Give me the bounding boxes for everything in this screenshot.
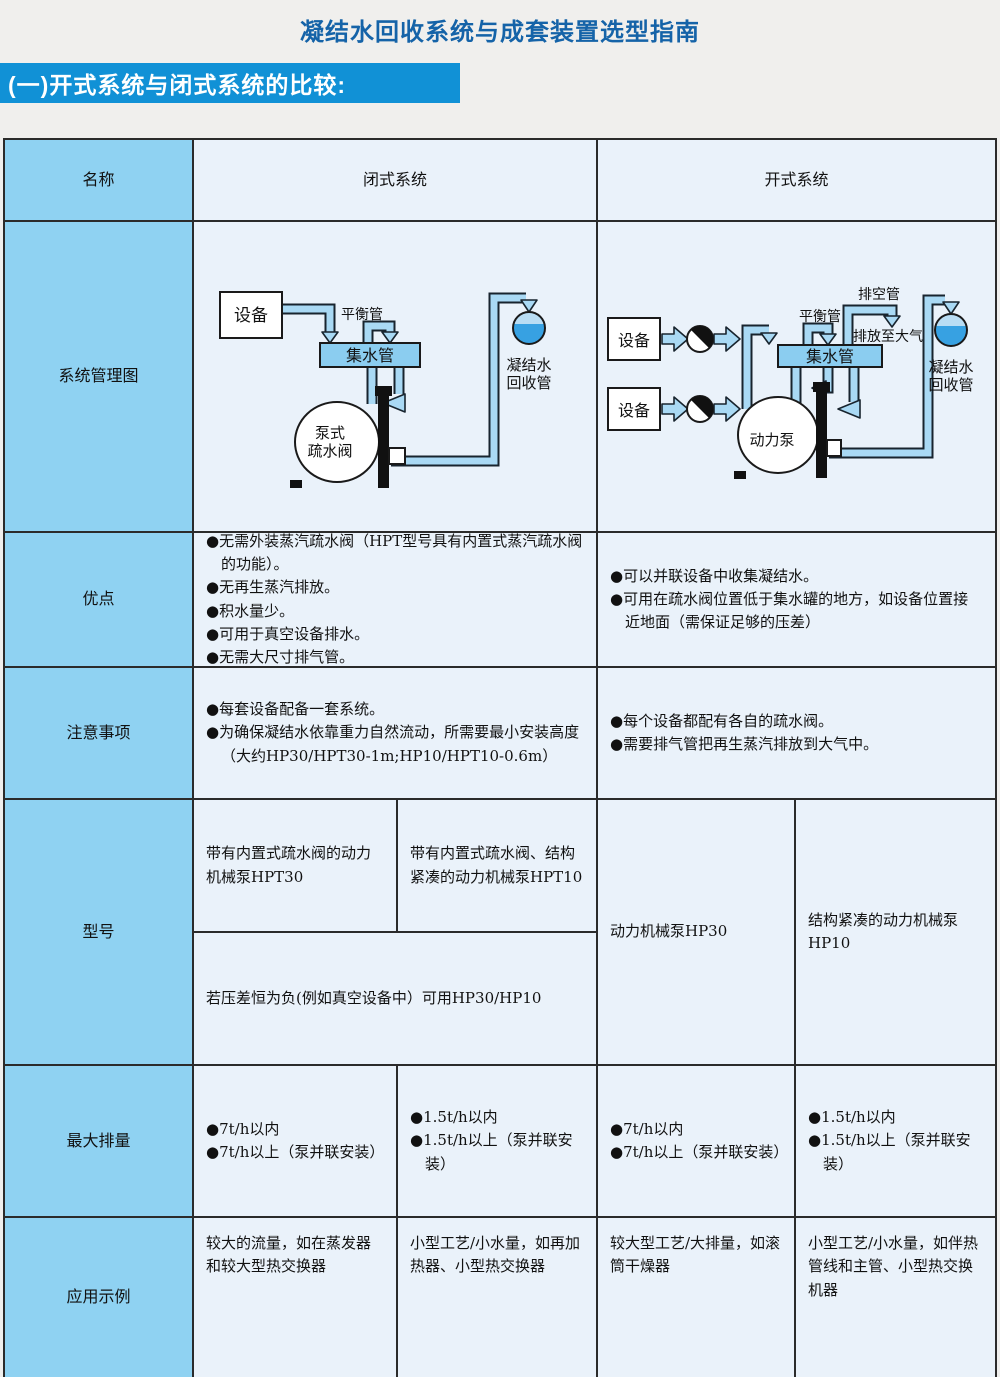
closed-system-diagram: 设备 集水管 平衡管 泵式 疏水阀 凝结水 回收管 — [219, 291, 552, 488]
model-closed-hpt10: 带有内置式疏水阀、结构紧凑的动力机械泵HPT10 — [398, 800, 596, 931]
notes-open: ●每个设备都配有各自的疏水阀。 ●需要排气管把再生蒸汽排放到大气中。 — [598, 668, 995, 798]
list-item: ●可用于真空设备排水。 — [206, 624, 370, 643]
model-open-hp30: 动力机械泵HP30 — [598, 800, 794, 1064]
header-pipe-box — [777, 344, 883, 368]
svg-text:疏水阀: 疏水阀 — [307, 442, 352, 460]
max-discharge-closed-a: ●7t/h以内 ●7t/h以上（泵并联安装） — [194, 1066, 396, 1216]
list-item: ●需要排气管把再生蒸汽排放到大气中。 — [610, 735, 879, 753]
header-pipe-label: 集水管 — [346, 346, 394, 365]
device-box — [219, 291, 283, 339]
row-label-system-diagram: 系统管理图 — [5, 222, 192, 531]
applications-closed-b: 小型工艺/小水量，如再加热器、小型热交换器 — [398, 1218, 596, 1377]
list-item: ●1.5t/h以上（泵并联安装） — [410, 1131, 573, 1173]
advantages-open: ●可以并联设备中收集凝结水。 ●可用在疏水阀位置低于集水罐的地方，如设备位置接近… — [598, 533, 995, 666]
device-label: 设备 — [618, 401, 650, 420]
list-item: ●7t/h以内 — [610, 1119, 684, 1138]
advantages-closed: ●无需外装蒸汽疏水阀（HPT型号具有内置式蒸汽疏水阀的功能）。 ●无再生蒸汽排放… — [194, 531, 596, 666]
notes-closed: ●每套设备配备一套系统。 ●为确保凝结水依靠重力自然流动，所需要最小安装高度（大… — [194, 668, 596, 798]
pump-trap-label: 泵式 — [315, 424, 345, 442]
applications-open-a: 较大型工艺/大排量，如滚筒干燥器 — [598, 1218, 794, 1377]
flow-arrow-icon — [661, 326, 689, 352]
header-closed-system: 闭式系统 — [194, 140, 596, 220]
arrow-down-icon — [819, 333, 837, 346]
open-system-diagram-cell: 设备 设备 集水管 平衡管 排空管 排放至大气 动力泵 — [598, 222, 995, 531]
max-discharge-open-b: ●1.5t/h以内 ●1.5t/h以上（泵并联安装） — [796, 1066, 995, 1216]
list-item: ●每套设备配备一套系统。 — [206, 700, 385, 719]
list-item: ●积水量少。 — [206, 601, 295, 620]
vent-to-atmosphere-label: 排放至大气 — [853, 329, 923, 345]
list-item: ●可用在疏水阀位置低于集水罐的地方，如设备位置接近地面（需保证足够的压差） — [610, 589, 969, 632]
list-item: ●7t/h以上（泵并联安装） — [610, 1143, 789, 1161]
svg-text:回收管: 回收管 — [506, 374, 551, 392]
svg-text:回收管: 回收管 — [928, 376, 973, 394]
row-label-advantages: 优点 — [5, 533, 192, 666]
recovery-pipe-label: 凝结水 — [506, 356, 551, 374]
model-closed-note: 若压差恒为负(例如真空设备中）可用HP30/HP10 — [194, 933, 596, 1064]
applications-closed-a: 较大的流量，如在蒸发器和较大型热交换器 — [194, 1218, 396, 1377]
header-pipe-label: 集水管 — [806, 347, 854, 366]
row-label-applications: 应用示例 — [5, 1218, 192, 1377]
comparison-table: 名称 闭式系统 开式系统 系统管理图 设备 集水管 — [3, 138, 997, 1377]
flow-arrow-icon — [661, 396, 689, 422]
device-box — [607, 387, 661, 431]
pump-trap-flange — [378, 396, 389, 488]
arrow-down-icon — [883, 315, 901, 328]
list-item: ●无再生蒸汽排放。 — [206, 578, 340, 597]
list-item: ●1.5t/h以内 — [808, 1108, 896, 1127]
flow-arrow-icon — [713, 396, 741, 422]
header-pipe-box — [319, 342, 421, 368]
row-label-models: 型号 — [5, 800, 192, 1064]
row-label-max-discharge: 最大排量 — [5, 1066, 192, 1216]
model-open-hp10: 结构紧凑的动力机械泵HP10 — [796, 800, 995, 1064]
max-discharge-closed-b: ●1.5t/h以内 ●1.5t/h以上（泵并联安装） — [398, 1066, 596, 1216]
vent-pipe-label: 排空管 — [858, 287, 900, 303]
closed-system-diagram-cell: 设备 集水管 平衡管 泵式 疏水阀 凝结水 回收管 — [194, 222, 596, 531]
arrow-down-icon — [760, 332, 778, 345]
list-item: ●无需外装蒸汽疏水阀（HPT型号具有内置式蒸汽疏水阀的功能）。 — [206, 531, 583, 573]
device-label: 设备 — [618, 331, 650, 350]
model-closed-hpt30: 带有内置式疏水阀的动力机械泵HPT30 — [194, 800, 396, 931]
header-name: 名称 — [5, 140, 192, 220]
recovery-pipe-label: 凝结水 — [928, 358, 973, 376]
list-item: ●为确保凝结水依靠重力自然流动，所需要最小安装高度（大约HP30/HPT30-1… — [206, 723, 580, 765]
arrow-down-icon — [520, 299, 538, 313]
device-label: 设备 — [234, 306, 268, 326]
arrow-left-icon — [837, 399, 861, 419]
balance-pipe-label: 平衡管 — [341, 307, 383, 323]
header-open-system: 开式系统 — [598, 140, 995, 220]
balance-pipe-label: 平衡管 — [799, 309, 841, 325]
power-pump-label: 动力泵 — [749, 431, 794, 449]
list-item: ●1.5t/h以上（泵并联安装） — [808, 1131, 971, 1173]
arrow-down-icon — [942, 301, 960, 315]
flow-arrow-icon — [713, 326, 741, 352]
list-item: ●7t/h以上（泵并联安装） — [206, 1143, 385, 1161]
list-item: ●7t/h以内 — [206, 1119, 280, 1138]
arrow-down-icon — [321, 331, 339, 344]
page-title: 凝结水回收系统与成套装置选型指南 — [300, 19, 700, 46]
section-heading-banner: (一)开式系统与闭式系统的比较: — [0, 63, 460, 103]
arrow-down-icon — [381, 331, 399, 344]
list-item: ●无需大尺寸排气管。 — [206, 648, 355, 666]
max-discharge-open-a: ●7t/h以内 ●7t/h以上（泵并联安装） — [598, 1066, 794, 1216]
open-system-diagram: 设备 设备 集水管 平衡管 排空管 排放至大气 动力泵 — [607, 287, 974, 479]
power-pump-flange — [816, 392, 827, 478]
list-item: ●可以并联设备中收集凝结水。 — [610, 566, 819, 585]
applications-open-b: 小型工艺/小水量，如伴热管线和主管、小型热交换机器 — [796, 1218, 995, 1377]
list-item: ●每个设备都配有各自的疏水阀。 — [610, 711, 834, 730]
device-box — [607, 317, 661, 361]
row-label-notes: 注意事项 — [5, 668, 192, 798]
arrow-left-icon — [382, 393, 406, 413]
list-item: ●1.5t/h以内 — [410, 1108, 498, 1127]
